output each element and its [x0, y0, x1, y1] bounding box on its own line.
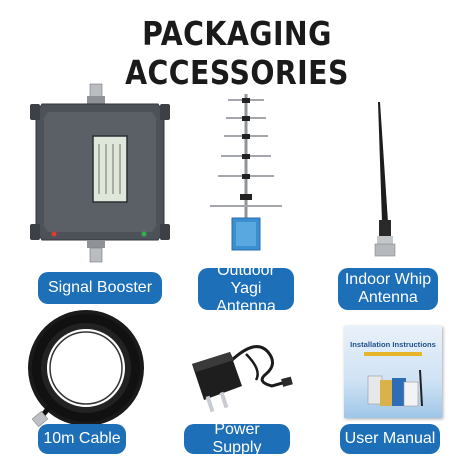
yagi-antenna-label-line2: Antenna [216, 298, 276, 315]
signal-booster-label-text: Signal Booster [47, 279, 153, 296]
signal-booster-image [30, 83, 170, 263]
user-manual-label: User Manual [340, 424, 440, 454]
whip-antenna-label: Indoor Whip Antenna [338, 268, 438, 310]
cable-image [28, 310, 144, 428]
whip-antenna-label-line1: Indoor Whip [344, 271, 432, 288]
user-manual-image: Installation Instructions [344, 326, 442, 418]
power-supply-label-text: Power Supply [212, 421, 262, 456]
user-manual-label-text: User Manual [344, 430, 436, 447]
page-title: PACKAGING ACCESSORIES [125, 14, 349, 92]
power-supply-label: Power Supply [184, 421, 290, 456]
whip-antenna-label-line2: Antenna [358, 289, 418, 306]
cable-label: 10m Cable [38, 424, 126, 454]
manual-subline [364, 352, 422, 356]
power-supply-image [192, 345, 293, 413]
yagi-antenna-label: Outdoor Yagi Antenna [198, 262, 294, 315]
cable-label-text: 10m Cable [43, 430, 121, 447]
yagi-antenna-image [210, 94, 282, 251]
manual-product-illustration [367, 369, 423, 407]
signal-booster-label: Signal Booster [38, 272, 162, 304]
whip-antenna-image [374, 102, 396, 257]
yagi-antenna-label-line1: Outdoor Yagi [217, 262, 275, 297]
manual-heading: Installation Instructions [350, 340, 436, 349]
